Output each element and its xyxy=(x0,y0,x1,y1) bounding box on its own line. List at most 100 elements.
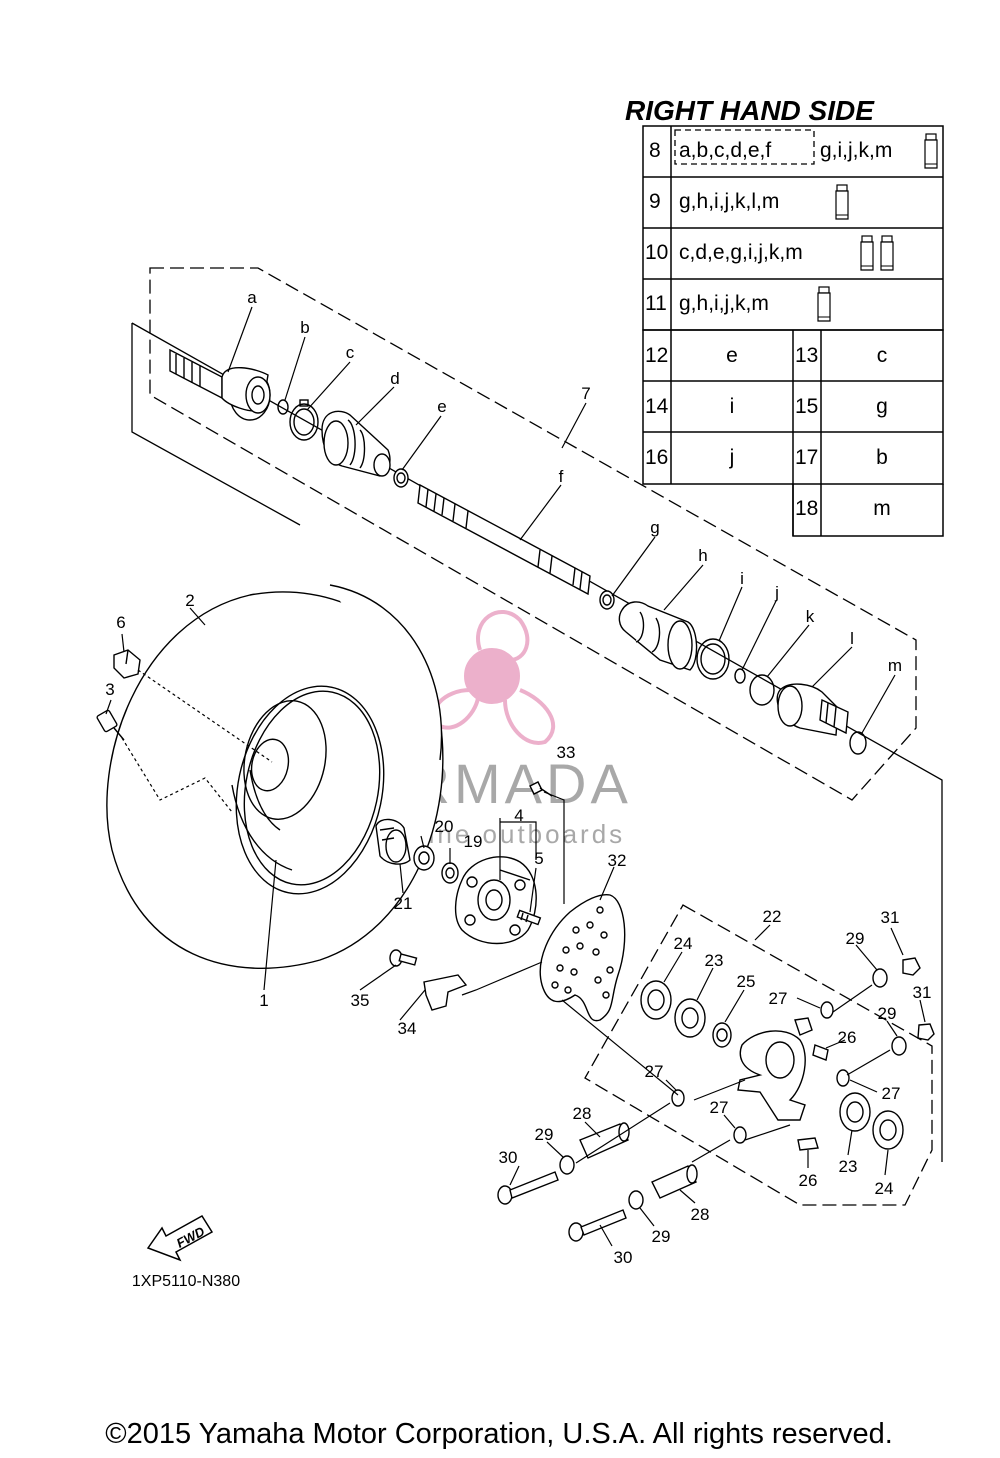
washer-20 xyxy=(413,845,435,871)
label-30-lower: 30 xyxy=(614,1248,633,1267)
grease-tube-icon xyxy=(835,184,849,220)
boot-d xyxy=(321,410,391,477)
label-24-lower: 24 xyxy=(875,1179,894,1198)
collar-25 xyxy=(712,1022,732,1048)
label-35: 35 xyxy=(351,991,370,1010)
wheel-nut xyxy=(113,649,141,679)
pair-value: m xyxy=(873,497,891,520)
table-row-10: 10 c,d,e,g,i,j,k,m xyxy=(645,235,894,271)
label-3: 3 xyxy=(105,680,114,699)
table-row-9: 9 g,h,i,j,k,l,m xyxy=(649,184,849,220)
label-30-upper: 30 xyxy=(499,1148,518,1167)
row-parts: g,i,j,k,m xyxy=(820,139,892,162)
row-number: 8 xyxy=(649,139,661,162)
pair-number: 15 xyxy=(795,395,818,418)
bearing-23-lower xyxy=(839,1092,871,1132)
wheel-rim xyxy=(231,685,385,895)
grease-tube-icon xyxy=(860,235,874,271)
label-5: 5 xyxy=(534,849,543,868)
pair-value: c xyxy=(877,344,888,367)
cv-joint-outer xyxy=(169,348,271,421)
label-31-lower: 31 xyxy=(913,983,932,1002)
label-b: b xyxy=(300,318,309,337)
pair-value: j xyxy=(729,446,735,469)
row-boxed-parts: a,b,c,d,e,f xyxy=(679,139,771,162)
label-k: k xyxy=(806,607,815,626)
label-2: 2 xyxy=(185,591,194,610)
knuckle-22 xyxy=(737,1017,813,1121)
grease-tube-icon xyxy=(817,286,831,322)
oring-m xyxy=(849,731,867,755)
circlip-j xyxy=(734,668,746,684)
label-d: d xyxy=(390,369,399,388)
table-row-11: 11 g,h,i,j,k,m xyxy=(645,286,831,322)
row-number: 9 xyxy=(649,190,661,213)
label-28-upper: 28 xyxy=(573,1104,592,1123)
table-pairs: 12 e 13 c 14 i 15 g 16 j 17 b 18 m xyxy=(645,344,891,520)
part-code: 1XP5110-N380 xyxy=(132,1273,240,1290)
propeller-logo-icon xyxy=(431,609,556,745)
label-27-lower: 27 xyxy=(710,1098,729,1117)
bolt-35 xyxy=(389,949,418,967)
label-19: 19 xyxy=(464,832,483,851)
bracket-34 xyxy=(423,974,468,1011)
pair-number: 18 xyxy=(795,497,818,520)
grease-tube-icon xyxy=(924,133,938,169)
copyright: ©2015 Yamaha Motor Corporation, U.S.A. A… xyxy=(105,1418,893,1450)
washers-29 xyxy=(559,968,907,1210)
tire xyxy=(106,584,444,969)
shaft-f xyxy=(417,483,591,596)
label-29-left: 29 xyxy=(535,1125,554,1144)
bearing-24-lower xyxy=(872,1110,904,1150)
right-hand-side-table xyxy=(642,125,944,537)
leader-lines-dotted xyxy=(121,669,273,813)
nuts-31 xyxy=(902,957,935,1041)
label-j: j xyxy=(774,583,779,602)
label-34: 34 xyxy=(398,1019,417,1038)
brake-disc-32 xyxy=(539,893,626,1022)
hub-bolt-5 xyxy=(516,909,542,926)
bushings-27 xyxy=(671,1001,850,1144)
row-number: 11 xyxy=(645,292,667,315)
label-22: 22 xyxy=(763,907,782,926)
grease-nipple-26 xyxy=(797,1044,829,1151)
hub-collar-21 xyxy=(375,818,411,865)
pair-number: 16 xyxy=(645,446,668,469)
row-parts: c,d,e,g,i,j,k,m xyxy=(679,241,803,264)
table-row-8: 8 a,b,c,d,e,f g,i,j,k,m xyxy=(649,133,938,169)
label-28-lower: 28 xyxy=(691,1205,710,1224)
wheel-hub-4 xyxy=(454,856,537,945)
pair-value: e xyxy=(726,344,738,367)
pair-number: 13 xyxy=(795,344,818,367)
label-l: l xyxy=(850,629,854,648)
boot-h xyxy=(618,601,698,671)
label-c: c xyxy=(346,343,355,362)
drive-shaft-assembly-outline xyxy=(149,267,917,801)
pair-number: 14 xyxy=(645,395,669,418)
label-26-lower: 26 xyxy=(799,1171,818,1190)
pair-value: i xyxy=(730,395,735,418)
boot-band-e xyxy=(393,468,409,488)
leader-lines xyxy=(105,306,926,1247)
cv-joint-inner xyxy=(776,683,849,736)
label-23-lower: 23 xyxy=(839,1157,858,1176)
label-m: m xyxy=(888,656,902,675)
label-33: 33 xyxy=(557,743,576,762)
label-31-upper: 31 xyxy=(881,908,900,927)
label-4: 4 xyxy=(514,806,523,825)
label-g: g xyxy=(650,518,659,537)
label-i: i xyxy=(740,569,744,588)
label-21: 21 xyxy=(394,894,413,913)
label-6: 6 xyxy=(116,613,125,632)
label-27-upper: 27 xyxy=(769,989,788,1008)
label-27-left: 27 xyxy=(645,1062,664,1081)
label-29-lower: 29 xyxy=(652,1227,671,1246)
label-24-upper: 24 xyxy=(674,934,693,953)
pair-value: b xyxy=(876,446,888,469)
bearing-23-upper xyxy=(674,998,706,1038)
grease-tube-icon xyxy=(880,235,894,271)
label-29-upper: 29 xyxy=(846,929,865,948)
label-7: 7 xyxy=(581,384,590,403)
knuckle-assembly-outline xyxy=(584,904,933,1206)
label-26-upper: 26 xyxy=(838,1028,857,1047)
